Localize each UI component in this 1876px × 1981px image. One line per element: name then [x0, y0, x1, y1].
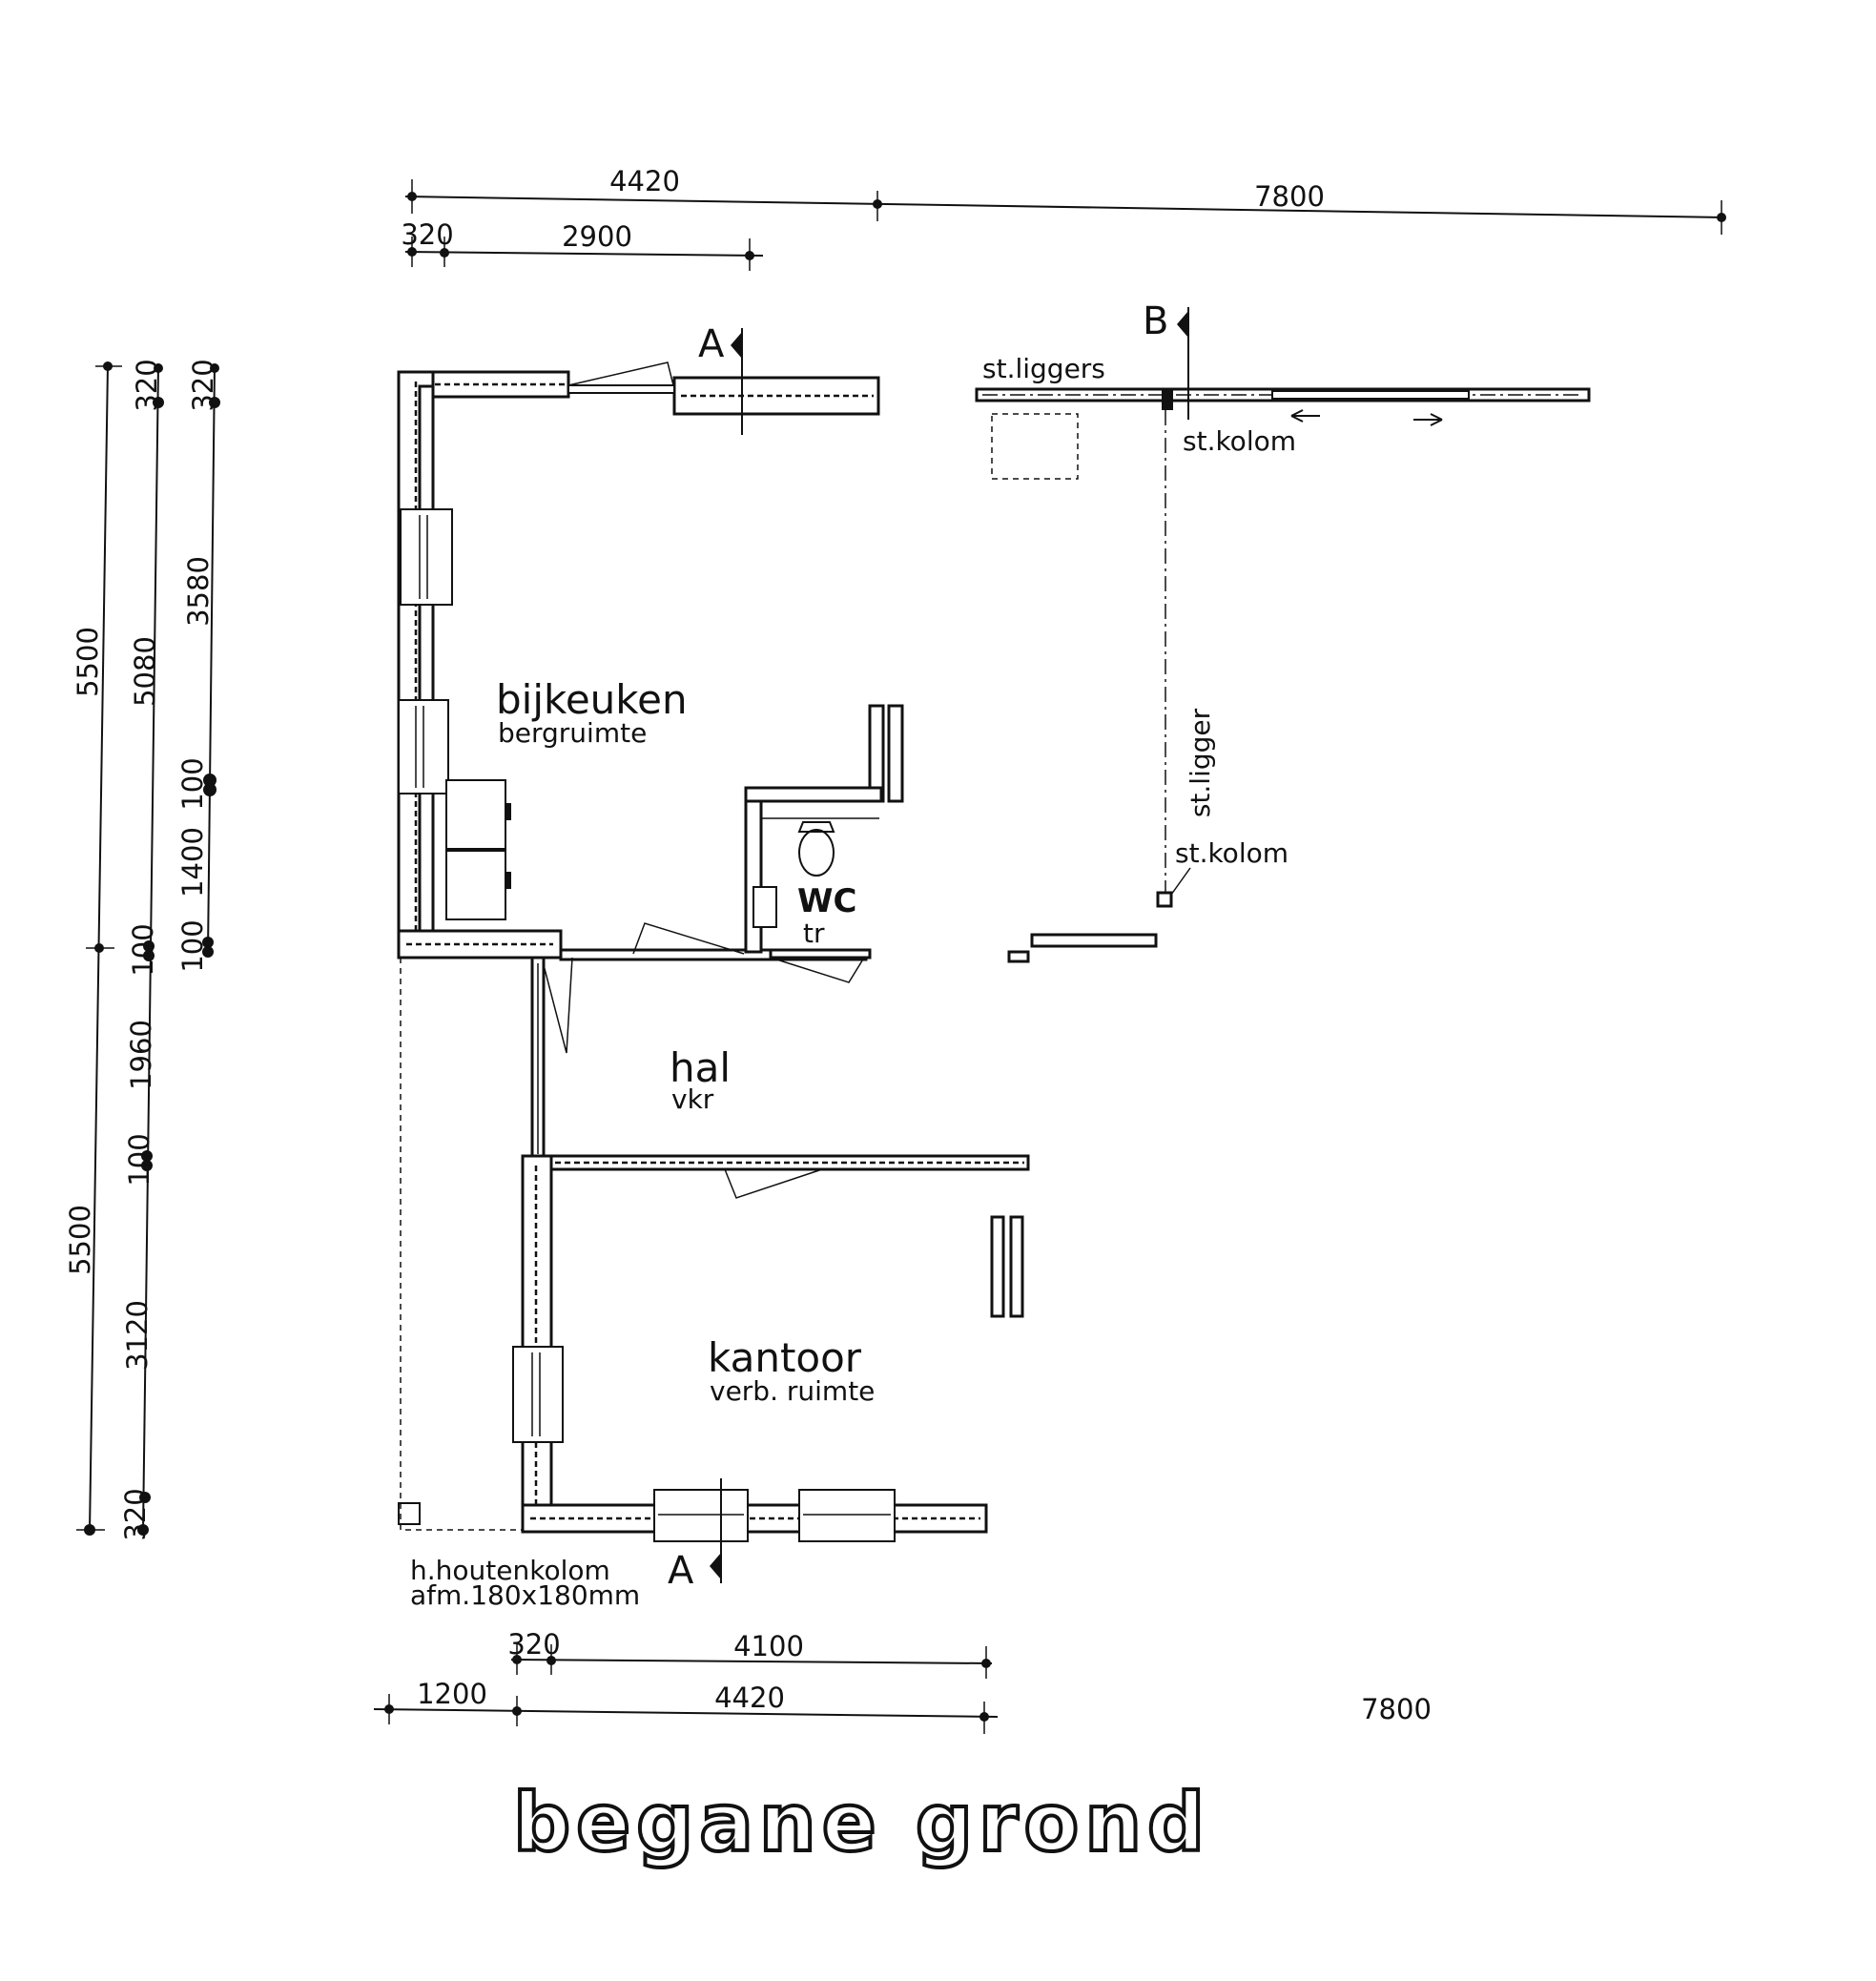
note-steel-beam-vertical: st.ligger: [1185, 708, 1216, 817]
dim-bottom-overall-mid: 4420: [714, 1682, 785, 1714]
drawing-title: begane grond: [513, 1776, 1210, 1869]
dim-left-mid-hall: 1960: [125, 1020, 157, 1090]
dim-left-inner-top-wall: 320: [187, 359, 219, 411]
top-dimensions: 4420 7800 320 2900: [401, 165, 1726, 271]
section-top-b: B: [1143, 299, 1168, 343]
washbasin-icon: [752, 886, 777, 928]
dim-left-mid-bottom-wall: 320: [119, 1488, 152, 1540]
section-top-a: A: [698, 322, 725, 366]
steel-structure: [975, 387, 1591, 963]
section-arrow-icon: [1177, 311, 1188, 338]
room-function-bijkeuken: bergruimte: [498, 717, 647, 749]
column-outline: [398, 958, 523, 1531]
dim-left-mid-joint2: 100: [123, 1133, 155, 1186]
room-name-hal: hal: [670, 1044, 731, 1091]
dim-bottom-sub-span: 4100: [733, 1630, 804, 1662]
appliances: [445, 779, 511, 920]
dim-bottom-overall-left: 1200: [417, 1678, 487, 1710]
dim-left-mid-top-wall: 320: [131, 359, 163, 411]
toilet-icon: [798, 829, 835, 877]
wc-block: [744, 786, 883, 983]
note-steel-column-mid: st.kolom: [1175, 837, 1288, 869]
dim-left-mid-upper: 5080: [129, 636, 161, 707]
dim-top-sub-span: 2900: [562, 220, 632, 253]
hal-walls: [530, 956, 546, 1160]
dim-left-inner-window: 1400: [176, 827, 209, 898]
note-timber-column-2: afm.180x180mm: [410, 1579, 640, 1611]
section-arrow-icon: [710, 1553, 721, 1579]
dim-left-outer-lower: 5500: [64, 1205, 96, 1275]
room-labels: bijkeuken bergruimte hal vkr kantoor ver…: [496, 676, 875, 1407]
bijkeuken-walls: [397, 361, 904, 1054]
dim-top-overall-right: 7800: [1254, 180, 1325, 213]
bottom-dimensions: 320 4100 1200 4420 7800: [373, 1628, 1432, 1734]
room-function-kantoor: verb. ruimte: [710, 1375, 875, 1407]
section-markers: A B A: [668, 299, 1189, 1593]
room-function-hal: vkr: [671, 1083, 714, 1115]
dim-top-overall-left: 4420: [609, 165, 680, 197]
dim-bottom-overall-right: 7800: [1361, 1693, 1432, 1725]
room-function-wc: tr: [803, 918, 825, 949]
dim-left-outer-upper: 5500: [72, 627, 104, 697]
annotations: st.liggers st.kolom st.ligger st.kolom h…: [410, 353, 1296, 1611]
dim-left-inner-joint2: 100: [176, 919, 209, 972]
note-steel-beams: st.liggers: [982, 353, 1105, 384]
room-name-bijkeuken: bijkeuken: [496, 676, 688, 723]
dim-left-mid-lower: 3120: [121, 1300, 154, 1371]
section-arrow-icon: [731, 332, 742, 359]
kantoor-walls: [512, 1154, 1030, 1542]
dim-top-sub-wall: 320: [401, 218, 453, 251]
dim-left-inner-joint: 100: [176, 757, 209, 810]
dryer-icon: [445, 850, 506, 920]
timber-column: [398, 1502, 421, 1525]
room-name-wc: WC: [797, 882, 856, 920]
dim-left-inner-upper: 3580: [182, 556, 215, 627]
dim-bottom-sub-wall: 320: [507, 1628, 560, 1661]
room-name-kantoor: kantoor: [708, 1334, 862, 1381]
dim-left-mid-joint: 100: [127, 923, 159, 976]
washing-machine-icon: [445, 779, 506, 850]
note-timber-column-1: h.houtenkolom: [410, 1555, 610, 1586]
left-dimensions: 5500 5500 320 5080 100 1960 100 3120 320…: [64, 359, 220, 1541]
note-steel-column-top: st.kolom: [1183, 425, 1296, 457]
section-bottom-a: A: [668, 1549, 694, 1593]
